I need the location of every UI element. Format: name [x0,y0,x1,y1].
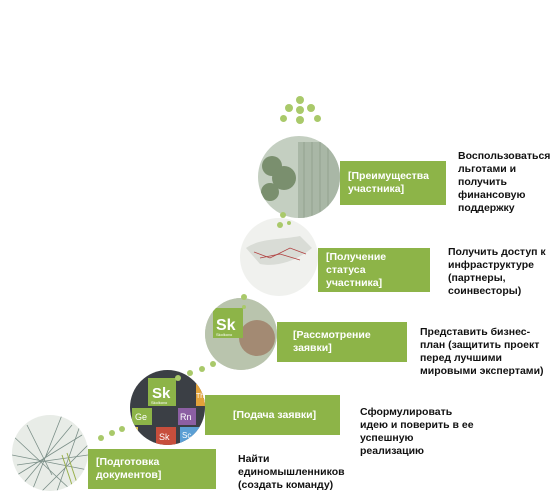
logo-brand: Skolkovo [151,400,168,405]
logo-brand-2: Skolkovo [216,332,233,337]
step-1-photo [12,415,88,491]
step-3-description: Представить бизнес- план (защитить проек… [420,326,544,377]
step-5-label: [Преимущества участника] [348,170,429,195]
step-2-photo: Sk Skolkovo Ge Rn Sk Sc Th [130,370,205,445]
arrow-dot [307,104,315,112]
step-5-photo [258,136,340,218]
arrow-dot [296,106,304,114]
step-4-photo [240,218,318,296]
step-2-description: Сформулировать идею и поверить в ее успе… [360,406,474,457]
arrow-dot [285,104,293,112]
connector-dot [187,370,193,376]
arrow-dot [279,114,287,122]
arrow-dot [313,114,321,122]
connector-dot [98,435,104,441]
logo-tile-main-2: Sk [216,317,236,334]
connector-dot [109,430,115,436]
step-3-label: [Рассмотрение заявки] [293,329,371,354]
connector-dot [175,375,181,381]
step-4-label: [Получение статуса участника] [326,250,387,289]
step-5-description: Воспользоваться льготами и получить фина… [458,150,550,214]
arrow-dot [296,96,304,104]
logo-tile-main: Sk [152,385,171,402]
step-2-label: [Подача заявки] [233,408,317,421]
step-4-bar: [Получение статуса участника] [318,248,430,292]
step-4-description: Получить доступ к инфраструктуре (партне… [448,246,546,297]
building-image [258,136,340,218]
speaker-image: Sk Skolkovo [205,298,277,370]
connector-dot [242,305,246,309]
connector-dot [280,212,286,218]
step-2-bar: [Подача заявки] [205,395,340,435]
connector-dot [287,221,291,225]
connector-dot [277,222,283,228]
connector-dot [241,294,247,300]
map-image [240,218,318,296]
connector-dot [210,361,216,367]
logo-tile-rn: Rn [180,412,192,422]
step-5-bar: [Преимущества участника] [340,161,446,205]
step-1-label: [Подготовка документов] [96,456,162,481]
step-1-description: Найти единомышленников (создать команду) [238,453,345,491]
step-1-bar: [Подготовка документов] [88,449,216,489]
logo-tile-sk: Sk [159,432,170,442]
step-3-photo: Sk Skolkovo [205,298,277,370]
arrow-dot [296,116,304,124]
sketch-image [12,415,88,491]
logo-tile-th: Th [196,393,204,400]
connector-dot [199,366,205,372]
connector-dot [119,426,125,432]
logo-tile-ge: Ge [135,412,147,422]
skolkovo-logo-image: Sk Skolkovo Ge Rn Sk Sc Th [130,370,205,445]
step-3-bar: [Рассмотрение заявки] [277,322,407,362]
logo-tile-sc: Sc [182,431,191,440]
